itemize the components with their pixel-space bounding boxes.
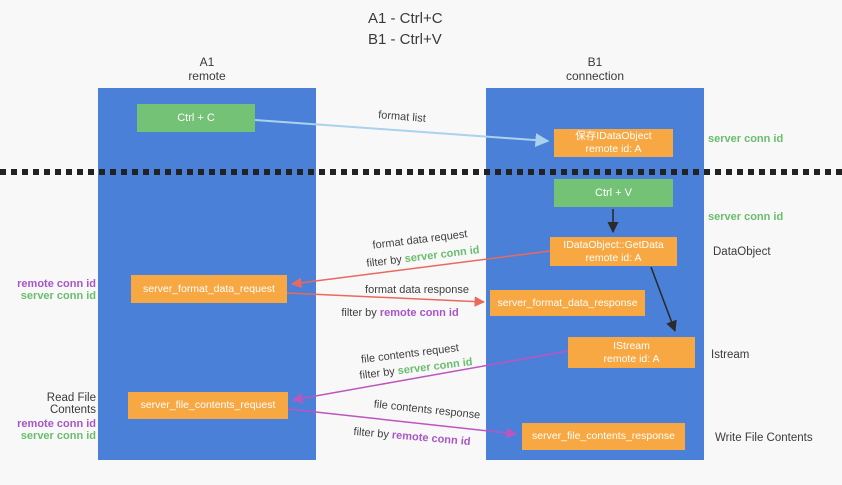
node-format-request-label: server_format_data_request	[143, 282, 275, 295]
lifeline-header-b1: B1 connection	[486, 55, 704, 83]
dotted-separator-line	[0, 169, 842, 175]
filter-key-remote-conn-id: remote conn id	[379, 307, 459, 319]
label-server-conn-id-top: server conn id	[708, 133, 784, 145]
lifeline-a1-subtitle: remote	[188, 69, 226, 83]
node-save-idataobject: 保存IDataObject remote id: A	[554, 129, 673, 157]
label-filter-by-remote-1: filter by remote conn id	[341, 307, 458, 319]
title-line-1: A1 - Ctrl+C	[368, 10, 443, 27]
label-server-conn-id-mid: server conn id	[708, 211, 784, 223]
label-read-file-contents: Read File Contents	[46, 392, 96, 416]
node-server-format-data-request: server_format_data_request	[131, 275, 287, 303]
label-remote-conn-id-2: remote conn id	[17, 418, 96, 430]
label-dataobject: DataObject	[713, 246, 771, 258]
node-ctrl-v: Ctrl + V	[554, 179, 673, 207]
node-server-file-contents-response: server_file_contents_response	[522, 423, 685, 450]
label-remote-conn-id-1: remote conn id	[17, 278, 96, 290]
lifeline-b1-subtitle: connection	[565, 69, 625, 83]
node-istream: IStream remote id: A	[568, 337, 695, 368]
lifeline-a1-name: A1	[199, 55, 215, 69]
label-server-conn-id-left-1: server conn id	[20, 290, 96, 302]
filter-by-prefix: filter by	[358, 365, 399, 382]
label-server-conn-id-left-2: server conn id	[20, 430, 96, 442]
filter-by-prefix: filter by	[353, 425, 393, 442]
node-format-response-label: server_format_data_response	[497, 296, 638, 309]
node-istream-line2: remote id: A	[603, 352, 660, 365]
node-getdata-line2: remote id: A	[585, 251, 642, 264]
node-file-request-label: server_file_contents_request	[140, 399, 276, 411]
node-idataobject-getdata: IDataObject::GetData remote id: A	[550, 237, 677, 266]
lifeline-header-a1: A1 remote	[98, 55, 316, 83]
filter-key-server-conn-id: server conn id	[404, 244, 481, 266]
filter-by-prefix: filter by	[365, 253, 406, 270]
node-server-format-data-response: server_format_data_response	[490, 290, 645, 316]
node-save-idataobject-line2: remote id: A	[585, 143, 642, 155]
node-ctrl-c-label: Ctrl + C	[177, 111, 215, 124]
node-server-file-contents-request: server_file_contents_request	[128, 392, 288, 419]
node-getdata-line1: IDataObject::GetData	[563, 238, 664, 251]
node-file-response-label: server_file_contents_response	[531, 430, 675, 442]
title-line-2: B1 - Ctrl+V	[368, 31, 442, 48]
filter-by-prefix: filter by	[341, 307, 380, 319]
left-conn-id-group-2: Read File Contents remote conn id server…	[0, 392, 96, 442]
diagram-title: A1 - Ctrl+C B1 - Ctrl+V	[368, 8, 443, 50]
label-istream: Istream	[711, 349, 750, 361]
label-file-contents-response: file contents response	[373, 398, 481, 422]
label-format-list: format list	[377, 109, 427, 125]
label-format-data-response: format data response	[365, 284, 469, 296]
node-save-idataobject-line1: 保存IDataObject	[575, 130, 652, 142]
label-write-file-contents: Write File Contents	[715, 432, 813, 444]
lifeline-b1-name: B1	[587, 55, 603, 69]
left-conn-id-group-1: remote conn id server conn id	[17, 278, 96, 302]
node-istream-line1: IStream	[613, 339, 650, 352]
filter-key-remote-conn-id: remote conn id	[391, 429, 471, 449]
label-filter-by-remote-2: filter by remote conn id	[353, 426, 471, 448]
node-ctrl-c: Ctrl + C	[137, 104, 255, 132]
node-ctrl-v-label: Ctrl + V	[595, 186, 632, 199]
